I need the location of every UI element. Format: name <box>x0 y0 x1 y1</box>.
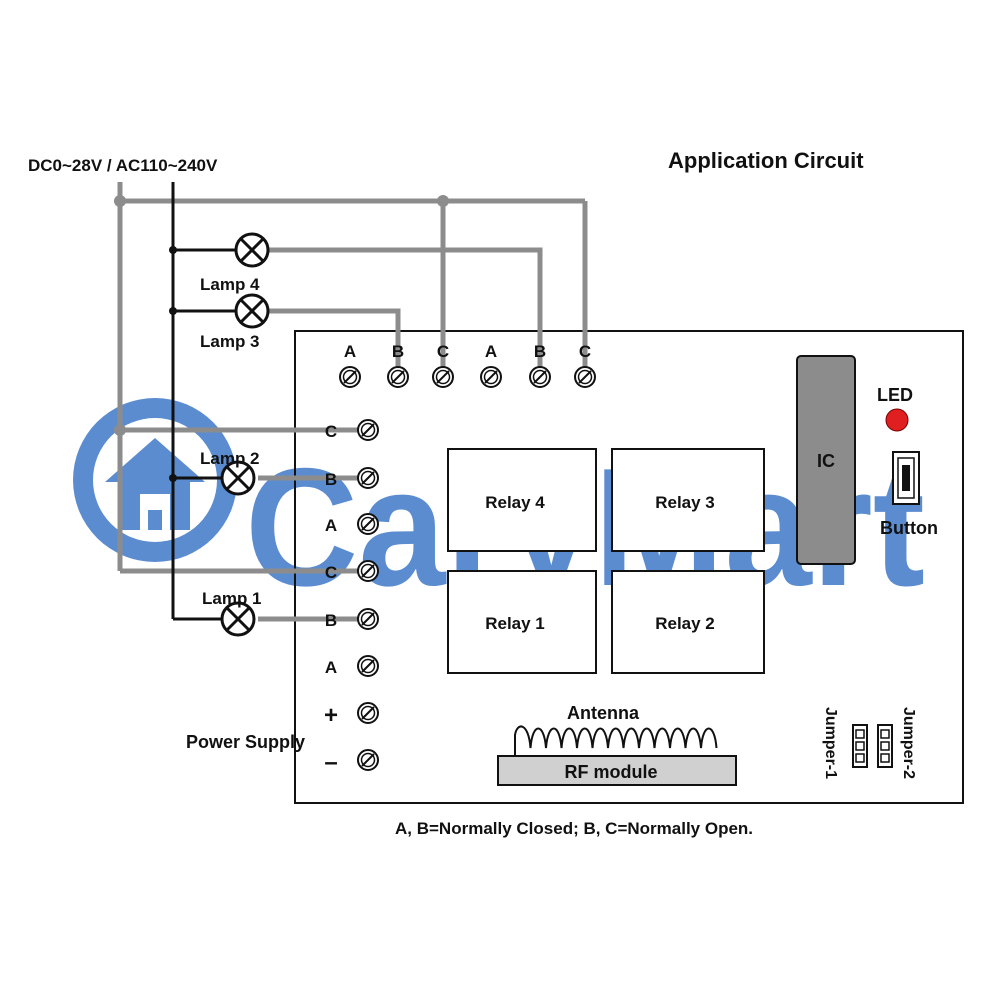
terminal-label: B <box>325 611 337 630</box>
lamp-label: Lamp 1 <box>202 589 262 608</box>
wire-junction <box>169 307 177 315</box>
screw-terminal <box>357 702 379 724</box>
diagram-title: Application Circuit <box>668 148 864 173</box>
terminal-label: A <box>344 342 356 361</box>
relay-label: Relay 3 <box>655 493 715 512</box>
rf-module <box>497 755 737 786</box>
screw-terminal <box>357 467 379 489</box>
relay-2 <box>611 570 765 674</box>
ic-chip <box>796 355 856 565</box>
led-indicator <box>885 408 909 432</box>
power-supply-label: Power Supply <box>186 732 305 752</box>
jumper-1 <box>852 724 868 768</box>
screw-terminal <box>480 366 502 388</box>
screw-terminal <box>432 366 454 388</box>
wire-junction <box>437 195 449 207</box>
controller-board <box>294 330 964 804</box>
side-terminal-labels: C B A C B A + – <box>324 422 338 776</box>
top-terminal-labels: A B C A B C <box>344 342 591 361</box>
screw-terminal <box>339 366 361 388</box>
screw-terminal <box>357 513 379 535</box>
screw-terminal <box>357 560 379 582</box>
terminal-label: C <box>325 422 337 441</box>
rf-module-label: RF module <box>565 762 658 782</box>
jumper-2 <box>877 724 893 768</box>
wire-junction <box>169 246 177 254</box>
lamp-3 <box>234 293 270 329</box>
screw-terminal <box>357 655 379 677</box>
terminal-label: A <box>325 516 337 535</box>
antenna-label: Antenna <box>567 703 640 723</box>
terminal-label: C <box>579 342 591 361</box>
supply-label: DC0~28V / AC110~240V <box>28 156 218 175</box>
wire-junction <box>114 424 126 436</box>
lamp-4 <box>234 232 270 268</box>
terminal-label: B <box>534 342 546 361</box>
black-wiring <box>171 182 236 621</box>
relay-3 <box>611 448 765 552</box>
relay-label: Relay 2 <box>655 614 715 633</box>
antenna-coil <box>514 725 718 756</box>
screw-terminal <box>357 608 379 630</box>
lamp-label: Lamp 3 <box>200 332 260 351</box>
ic-label: IC <box>817 451 835 471</box>
terminal-label: A <box>485 342 497 361</box>
lamp-label: Lamp 2 <box>200 449 260 468</box>
relay-4 <box>447 448 597 552</box>
wire-junction <box>114 195 126 207</box>
terminal-label: B <box>325 470 337 489</box>
terminal-label: A <box>325 658 337 677</box>
screw-terminal <box>387 366 409 388</box>
terminal-label: + <box>324 702 338 729</box>
screw-terminal <box>357 419 379 441</box>
screw-terminal <box>574 366 596 388</box>
house-logo-icon <box>73 398 237 562</box>
gray-wiring <box>117 182 588 622</box>
terminal-label: B <box>392 342 404 361</box>
terminal-label: C <box>437 342 449 361</box>
terminal-label: – <box>324 749 337 776</box>
screw-terminals <box>339 366 596 771</box>
screw-terminal <box>357 749 379 771</box>
terminal-label: C <box>325 563 337 582</box>
footnote: A, B=Normally Closed; B, C=Normally Open… <box>395 819 753 838</box>
wire-junction <box>169 474 177 482</box>
led-label: LED <box>877 385 913 405</box>
push-button-icon <box>892 451 920 505</box>
jumper-label: Jumper-2 <box>900 707 917 779</box>
lamp-2 <box>220 460 256 496</box>
relay-1 <box>447 570 597 674</box>
relay-label: Relay 1 <box>485 614 545 633</box>
relay-label: Relay 4 <box>485 493 545 512</box>
button-label: Button <box>880 518 938 538</box>
lamp-label: Lamp 4 <box>200 275 260 294</box>
lamp-1 <box>220 601 256 637</box>
jumper-label: Jumper-1 <box>822 707 839 779</box>
screw-terminal <box>529 366 551 388</box>
